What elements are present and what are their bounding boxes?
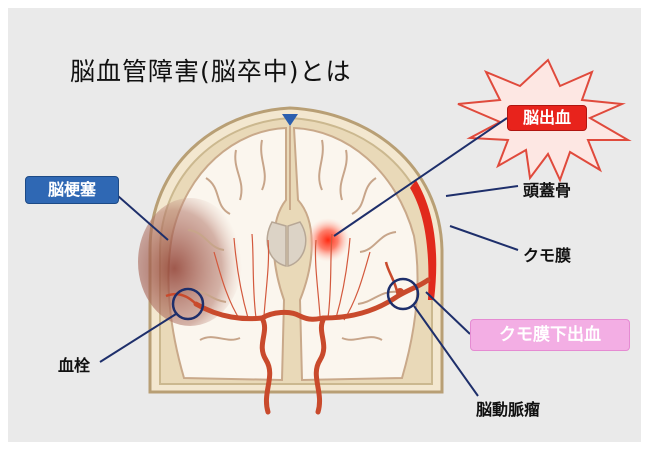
cerebral-infarction-tag: 脳梗塞 [25,176,119,204]
subarachnoid-hemorrhage-band [410,180,437,300]
thrombus-label: 血栓 [58,356,91,375]
infarct-region [138,198,242,326]
hemorrhage-spot [306,218,350,262]
aneurysm-label: 脳動脈瘤 [476,400,541,419]
skull-label: 頭蓋骨 [523,181,572,200]
sagittal-sinus [282,114,298,126]
page-title: 脳血管障害(脳卒中)とは [70,57,352,86]
pointer-lines [99,117,519,397]
thrombus-marker-circle [171,287,205,321]
subarachnoid-hemorrhage-tag: クモ膜下出血 [470,319,630,351]
major-arteries [193,277,431,415]
ventricle [266,221,307,267]
cerebral-hemorrhage-tag: 脳出血 [507,105,587,131]
sulci-lines [185,139,399,341]
perforating-arteries [213,233,371,321]
arachnoid-label: クモ膜 [523,246,572,265]
aneurysm-marker-circle [386,277,420,311]
